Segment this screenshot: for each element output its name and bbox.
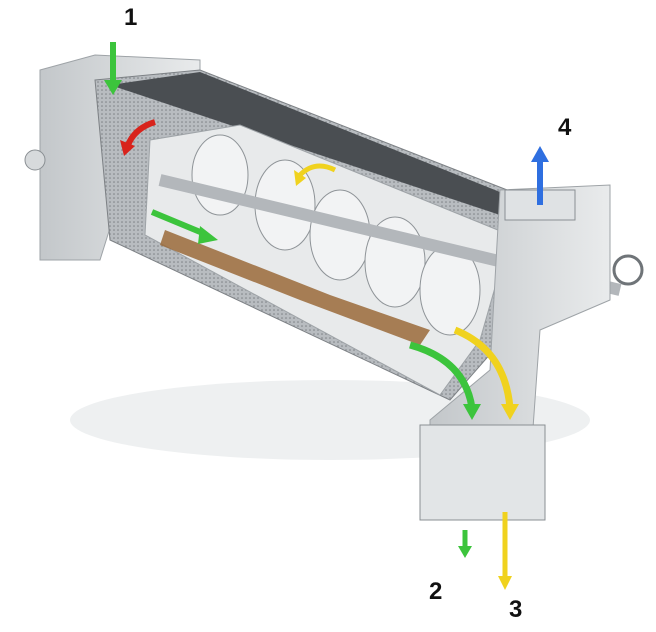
handwheel	[612, 254, 644, 286]
grain-bed	[160, 230, 430, 345]
outlet-chute	[419, 424, 546, 521]
arrow-yellow-outlet	[453, 326, 519, 420]
arrow-green-internal	[150, 209, 218, 244]
arrow-inlet-green	[104, 42, 122, 95]
arrow-yellow-internal	[294, 163, 337, 186]
label-4: 4	[558, 114, 572, 141]
left-bearing	[24, 149, 46, 171]
arrow-green-outlet	[409, 341, 481, 420]
arrow-out-yellow	[498, 512, 512, 590]
label-3: 3	[509, 596, 523, 623]
arrow-red	[120, 119, 156, 156]
label-2: 2	[429, 578, 443, 605]
arrow-vent-blue	[531, 146, 549, 205]
label-1: 1	[124, 4, 138, 31]
cylinder-top-band	[110, 72, 520, 215]
arrow-out-green	[458, 530, 472, 558]
